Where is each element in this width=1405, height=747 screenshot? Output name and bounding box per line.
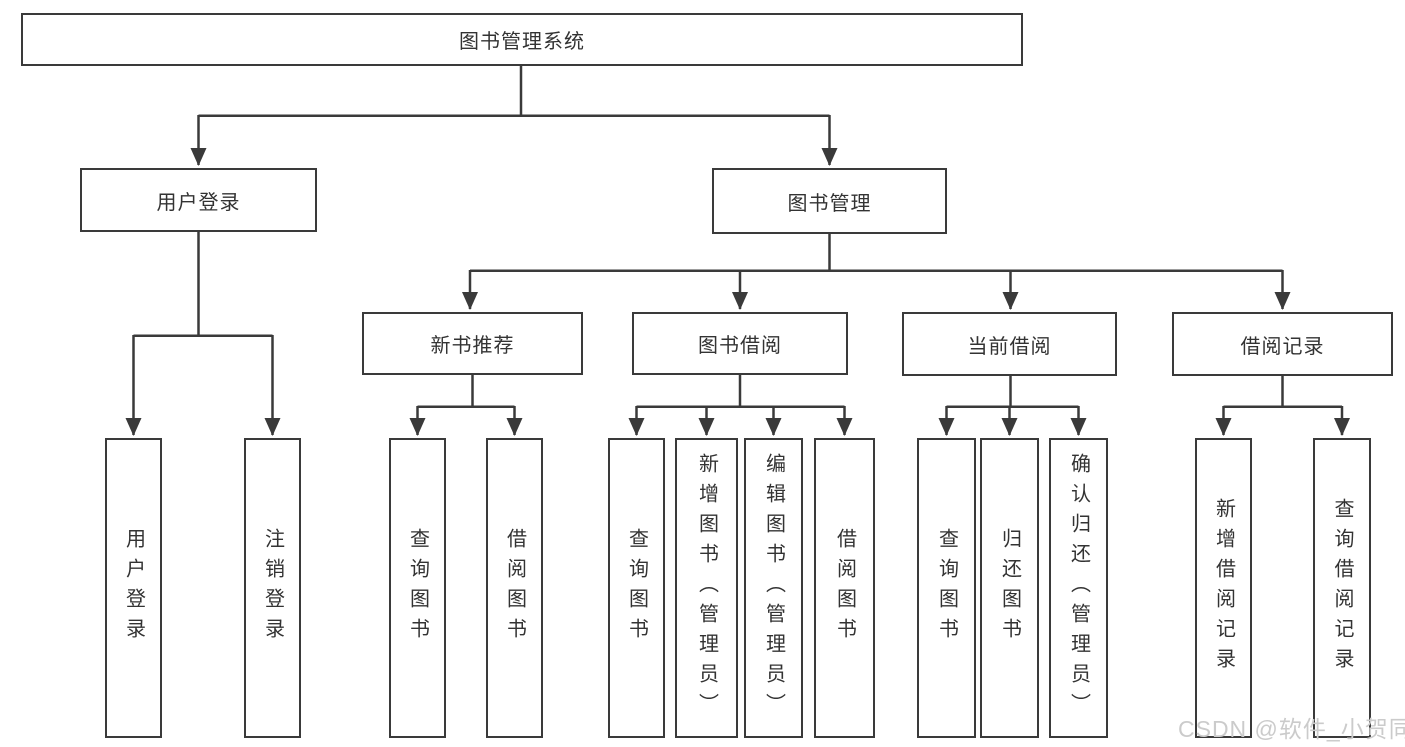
leaf-query-books-borrowing-label: 查询图书: [625, 528, 648, 648]
leaf-query-books-current-label: 查询图书: [935, 528, 958, 648]
leaf-query-books-recommend: 查询图书: [389, 438, 446, 738]
node-book-management-label: 图书管理: [787, 192, 872, 215]
node-new-book-recommend: 新书推荐: [362, 312, 583, 375]
leaf-borrow-books-recommend: 借阅图书: [486, 438, 543, 738]
node-current-borrowing-label: 当前借阅: [967, 335, 1052, 358]
connector-book-borrow-children: [628, 375, 853, 436]
connector-borrow-rec-children: [1215, 376, 1350, 436]
node-borrow-records: 借阅记录: [1172, 312, 1393, 376]
leaf-return-books-label: 归还图书: [998, 528, 1021, 648]
leaf-add-borrow-record: 新增借阅记录: [1195, 438, 1252, 738]
node-user-login-label: 用户登录: [156, 191, 241, 214]
leaf-query-books-borrowing: 查询图书: [608, 438, 665, 738]
leaf-borrow-books: 借阅图书: [814, 438, 875, 738]
node-new-book-recommend-label: 新书推荐: [430, 335, 515, 357]
leaf-add-borrow-record-label: 新增借阅记录: [1212, 498, 1235, 678]
leaf-add-books-admin: 新增图书（管理员）: [675, 438, 738, 738]
node-current-borrowing: 当前借阅: [902, 312, 1117, 376]
leaf-borrow-books-recommend-label: 借阅图书: [503, 528, 526, 648]
node-user-login: 用户登录: [80, 168, 317, 232]
connector-root-to-level2: [190, 66, 838, 166]
leaf-query-books-recommend-label: 查询图书: [406, 528, 429, 648]
leaf-confirm-return-admin: 确认归还（管理员）: [1049, 438, 1108, 738]
leaf-query-borrow-record-label: 查询借阅记录: [1331, 498, 1353, 678]
leaf-add-books-admin-label: 新增图书（管理员）: [695, 453, 718, 723]
csdn-watermark: CSDN @软件_小贺同学: [1178, 716, 1405, 742]
leaf-user-login-label: 用户登录: [122, 528, 145, 648]
node-root-label: 图书管理系统: [459, 31, 585, 53]
leaf-logout-label: 注销登录: [261, 528, 284, 648]
node-book-management: 图书管理: [712, 168, 947, 234]
connector-new-rec-children: [409, 375, 523, 436]
leaf-edit-books-admin-label: 编辑图书（管理员）: [762, 453, 785, 723]
leaf-logout: 注销登录: [244, 438, 301, 738]
leaf-query-borrow-record: 查询借阅记录: [1313, 438, 1371, 738]
connector-book-mgmt-to-level3: [462, 234, 1291, 310]
node-book-borrowing: 图书借阅: [632, 312, 848, 375]
leaf-return-books: 归还图书: [980, 438, 1039, 738]
node-root-system: 图书管理系统: [21, 13, 1023, 66]
connector-user-login-children: [125, 232, 281, 436]
leaf-confirm-return-admin-label: 确认归还（管理员）: [1067, 453, 1090, 723]
leaf-query-books-current: 查询图书: [917, 438, 976, 738]
connector-cur-borrow-children: [938, 376, 1087, 436]
leaf-user-login: 用户登录: [105, 438, 162, 738]
leaf-edit-books-admin: 编辑图书（管理员）: [744, 438, 803, 738]
node-book-borrowing-label: 图书借阅: [698, 335, 782, 357]
leaf-borrow-books-label: 借阅图书: [833, 528, 856, 648]
node-borrow-records-label: 借阅记录: [1240, 335, 1325, 358]
